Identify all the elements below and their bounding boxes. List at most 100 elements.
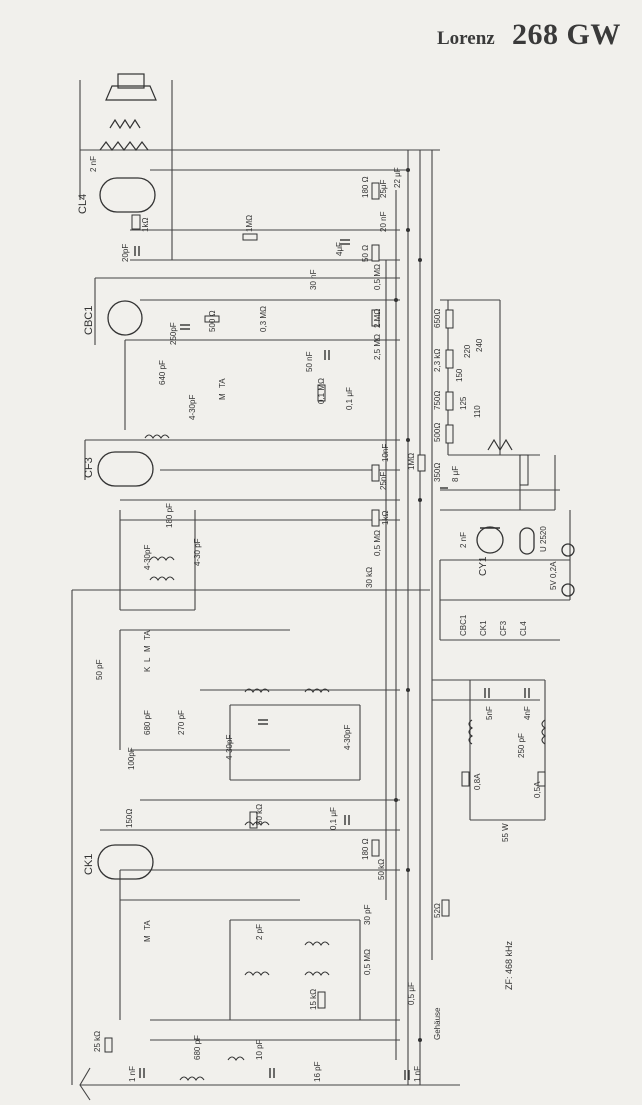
label: 0,5A (533, 781, 542, 798)
model-number: 268 GW (512, 18, 621, 51)
junction (406, 688, 410, 692)
junction (418, 498, 422, 502)
label: 100pF (127, 747, 136, 770)
coil (304, 941, 330, 946)
junction (406, 868, 410, 872)
label: 240 (475, 338, 484, 352)
label: 20pF (121, 244, 130, 262)
pilot-lamp-1 (561, 543, 575, 557)
switch-label: M (143, 645, 152, 652)
resistor (371, 244, 380, 262)
heater-label: CK1 (479, 620, 488, 636)
label: 25μF (379, 179, 388, 198)
label: 1MΩ (245, 215, 254, 232)
coil (144, 434, 170, 439)
resistor (204, 315, 220, 323)
label: 30 pF (363, 904, 372, 925)
label: 500 Ω (208, 310, 217, 332)
label: 4nF (523, 706, 532, 720)
label: 50 kΩ (377, 859, 386, 880)
label: 50 pF (95, 659, 104, 680)
coil (227, 1056, 245, 1061)
label: 5nF (485, 706, 494, 720)
label: 2,3 kΩ (433, 349, 442, 372)
coil (244, 688, 270, 693)
mains-transformer (487, 438, 513, 452)
resistor (445, 309, 454, 329)
label: 22 μF (393, 167, 402, 188)
speaker-magnet (117, 73, 145, 89)
output-transformer (99, 141, 149, 151)
resistor (371, 509, 380, 527)
label: 25nF (379, 472, 388, 490)
tube-label-ck1: CK1 (83, 854, 95, 875)
label: 180 pF (165, 503, 174, 528)
label: 0,5 μF (407, 982, 416, 1005)
tube-label-cy1: CY1 (478, 556, 489, 576)
label: 250 pF (517, 733, 526, 758)
label: 0,8A (473, 773, 482, 790)
resistor (371, 309, 380, 327)
label: 52Ω (433, 903, 442, 918)
antenna (79, 1067, 91, 1101)
heater-label: CBC1 (459, 614, 468, 636)
label: 2 nF (459, 532, 468, 548)
coil (304, 971, 330, 976)
label: 0,5 MΩ (363, 949, 372, 975)
switch-label: TA (143, 630, 152, 640)
coil (244, 971, 270, 976)
label: 650Ω (433, 309, 442, 328)
resistor (417, 454, 426, 472)
resistor (461, 771, 470, 787)
junction (406, 438, 410, 442)
label: 10nF (381, 444, 390, 462)
output-transformer (109, 118, 141, 130)
label: 1 nF (128, 1066, 137, 1082)
label: 150 (455, 368, 464, 382)
heater-label: CL4 (519, 621, 528, 636)
label: 125 (459, 396, 468, 410)
tube-label-cl4: CL4 (77, 194, 89, 214)
resistor (242, 233, 258, 241)
junction (418, 1038, 422, 1042)
label: 8 μF (451, 466, 460, 482)
brand-name: Lorenz (437, 28, 495, 49)
coil (149, 576, 175, 581)
label: 750Ω (433, 391, 442, 410)
if-frequency-label: ZF: 468 kHz (504, 940, 514, 990)
resistor (317, 991, 326, 1009)
switch-label: M (218, 393, 227, 400)
coil (541, 719, 546, 745)
speaker-cone (105, 85, 157, 101)
label: 1MΩ (407, 453, 416, 470)
label: 2 MΩ (373, 309, 382, 328)
label: 55 W (501, 823, 510, 842)
switch-label: TA (143, 920, 152, 930)
heater-label: CF3 (499, 620, 508, 636)
label: 270 pF (177, 710, 186, 735)
resistor (371, 182, 380, 200)
tube-ur-envelope (519, 527, 535, 555)
label: 50 kΩ (255, 804, 264, 825)
label: 4-30pF (225, 735, 234, 760)
label: 680 pF (193, 1035, 202, 1060)
label: 4-30pF (143, 545, 152, 570)
label: 110 (473, 405, 482, 418)
label: 0,1 μF (329, 807, 338, 830)
chassis-label: Gehäuse (433, 1007, 442, 1040)
coil (179, 1076, 205, 1081)
resistor (537, 771, 546, 787)
junction (406, 168, 410, 172)
label: 1 nF (413, 1066, 422, 1082)
resistor (317, 384, 326, 402)
switch-label: M (143, 935, 152, 942)
label: 0,1 μF (345, 387, 354, 410)
junction (394, 298, 398, 302)
tube-cy1-envelope (476, 526, 504, 554)
label: 25 kΩ (93, 1031, 102, 1052)
label: 150Ω (125, 809, 134, 828)
tube-cl4-envelope (99, 177, 156, 213)
label: 4-30 pF (193, 538, 202, 566)
